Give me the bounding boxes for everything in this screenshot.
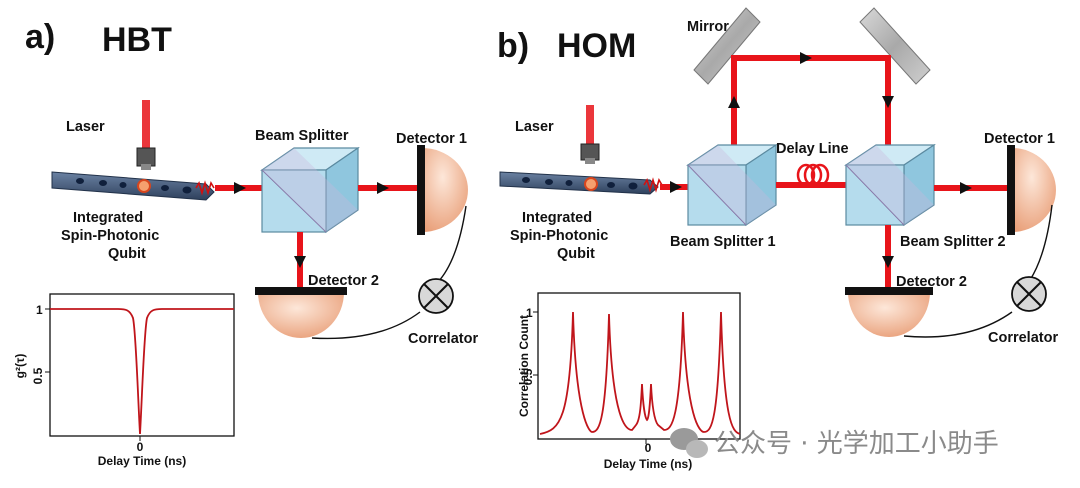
panel-a-letter: a): [25, 18, 55, 56]
plot-b-xtick-0: 0: [645, 441, 652, 455]
qubit-emitter-b: [584, 177, 598, 191]
watermark-text: 公众号 · 光学加工小助手: [714, 429, 999, 459]
panel-b-letter: b): [497, 27, 529, 65]
plot-b-ytick-1: 1: [526, 306, 533, 320]
mirror-label: Mirror: [687, 19, 729, 35]
detector-1-a: [422, 148, 468, 232]
plot-a-frame: [49, 293, 235, 437]
qubit-emitter-a: [137, 179, 151, 193]
detector-2-b: [848, 292, 930, 337]
waveguide-a: [51, 171, 215, 201]
photon-wiggle-b: [643, 177, 663, 193]
delay-line-label: Delay Line: [776, 141, 849, 157]
detector-1-label-b: Detector 1: [984, 131, 1055, 147]
laser-label-a: Laser: [66, 119, 105, 135]
qubit-label-a3: Qubit: [108, 246, 146, 262]
mirror-right: [859, 7, 931, 85]
plot-a-xlabel: Delay Time (ns): [98, 454, 186, 468]
qubit-label-b2: Spin-Photonic: [510, 228, 608, 244]
plot-a-xtick-0: 0: [137, 440, 144, 454]
qubit-label-a2: Spin-Photonic: [61, 228, 159, 244]
panel-b: b) HOM Mirror Laser Integrated Spin-Phot…: [497, 7, 1058, 471]
watermark: 公众号 · 光学加工小助手: [670, 428, 999, 459]
beam-splitter-cube-a: [260, 146, 360, 234]
beam-splitter-1-label: Beam Splitter 1: [670, 234, 776, 250]
wechat-icon: [670, 428, 708, 458]
objective-icon-b: [580, 143, 600, 161]
mirror-left: [693, 7, 761, 85]
detector-2-a: [258, 292, 344, 338]
correlation-count-curve: [539, 311, 741, 435]
qubit-label-b1: Integrated: [522, 210, 592, 226]
delay-line-coil: [796, 163, 830, 187]
objective-icon-a: [136, 147, 156, 167]
panel-a-title: HBT: [102, 21, 172, 59]
g2-curve: [50, 308, 234, 435]
photon-wiggle-a: [195, 180, 215, 196]
detector-2-label-b: Detector 2: [896, 274, 967, 290]
detector-1-b: [1012, 148, 1056, 232]
beam-b-loop: [731, 55, 891, 150]
waveguide-b: [499, 171, 659, 195]
beam-splitter-cube-b1: [686, 143, 778, 227]
plot-b-ylabel: Correlation Count: [517, 315, 531, 417]
correlator-icon-b: [1011, 276, 1047, 312]
correlator-icon-a: [418, 278, 454, 314]
plot-a-ytick-1: 1: [36, 303, 43, 317]
detector-2-label-a: Detector 2: [308, 273, 379, 289]
beam-splitter-label-a: Beam Splitter: [255, 128, 349, 144]
panel-b-title: HOM: [557, 27, 636, 65]
plot-a-ytick-05: 0.5: [31, 367, 45, 384]
beam-splitter-2-label: Beam Splitter 2: [900, 234, 1006, 250]
laser-label-b: Laser: [515, 119, 554, 135]
qubit-label-b3: Qubit: [557, 246, 595, 262]
plot-b-xlabel: Delay Time (ns): [604, 457, 692, 471]
correlator-label-a: Correlator: [408, 331, 478, 347]
panel-a: a) HBT Laser Integrated Spin-Photonic Qu…: [13, 18, 478, 468]
correlator-label-b: Correlator: [988, 330, 1058, 346]
plot-a-ylabel: g²(τ): [13, 354, 27, 379]
beam-splitter-cube-b2: [844, 143, 936, 227]
plot-b-ytick-05: 0.5: [521, 368, 535, 385]
detector-1-label-a: Detector 1: [396, 131, 467, 147]
qubit-label-a1: Integrated: [73, 210, 143, 226]
